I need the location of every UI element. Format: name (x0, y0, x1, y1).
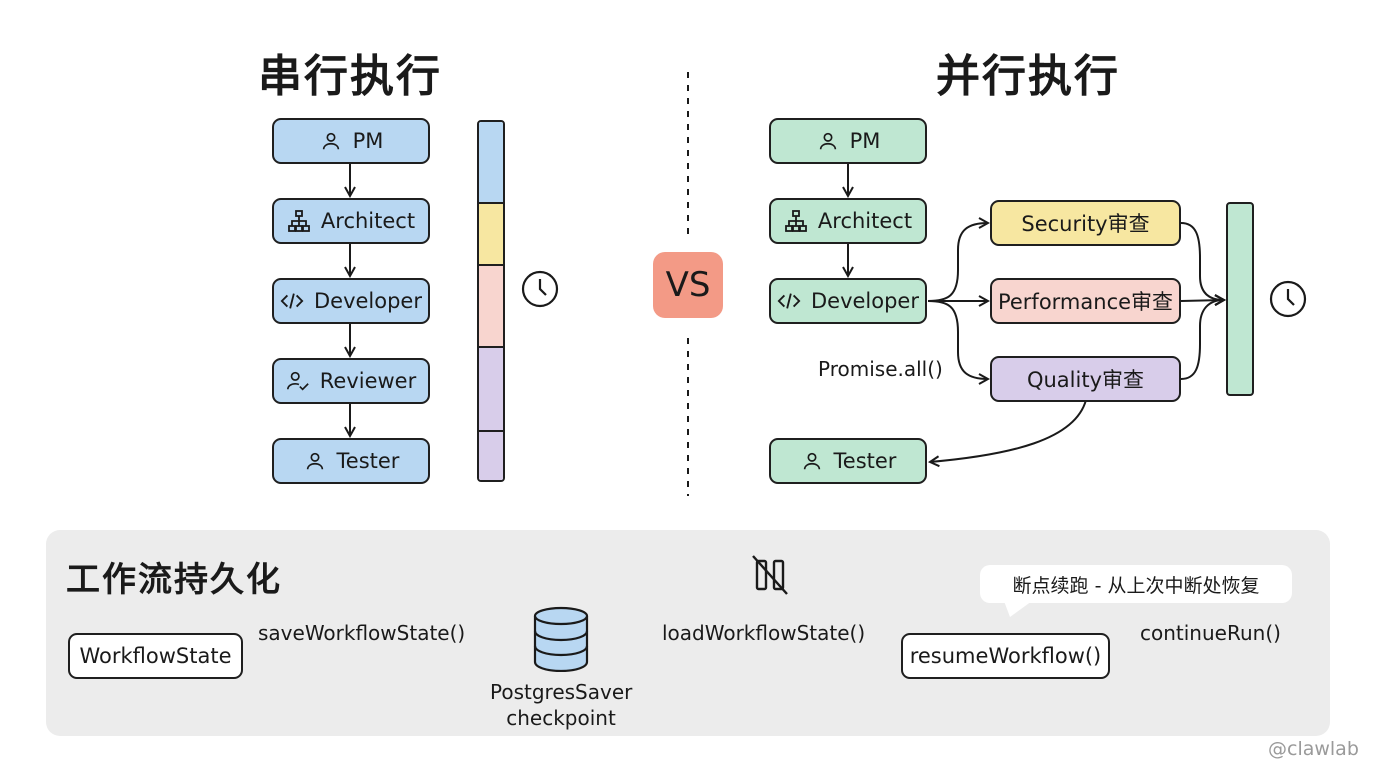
workflow-state-label: WorkflowState (79, 644, 232, 668)
serial-node-reviewer-label: Reviewer (319, 369, 417, 393)
parallel-node-architect: Architect (769, 198, 927, 244)
timeline-segment-architect (479, 204, 503, 266)
code-icon (777, 289, 801, 313)
parallel-node-developer: Developer (769, 278, 927, 324)
pause-slash-icon (750, 553, 790, 601)
persistence-title: 工作流持久化 (66, 560, 282, 600)
db-label-line-2: checkpoint (506, 706, 616, 730)
resume-workflow-node: resumeWorkflow() (901, 633, 1110, 679)
user-check-icon (286, 369, 310, 393)
vs-badge: VS (653, 252, 723, 318)
user-icon (319, 129, 343, 153)
serial-node-developer-label: Developer (313, 289, 422, 313)
user-icon (303, 449, 327, 473)
watermark: @clawlab (1268, 738, 1359, 760)
hierarchy-icon (287, 209, 311, 233)
timeline-segment-tester (479, 432, 503, 480)
user-icon (816, 129, 840, 153)
serial-node-developer: Developer (272, 278, 430, 324)
load-call-label: loadWorkflowState() (662, 621, 866, 645)
review-node-security: Security审查 (990, 200, 1181, 246)
clock-icon (1268, 279, 1308, 323)
resume-bubble-text: 断点续跑 - 从上次中断处恢复 (1012, 574, 1260, 597)
serial-node-pm-label: PM (352, 129, 384, 153)
review-node-quality: Quality审查 (990, 356, 1181, 402)
hierarchy-icon (784, 209, 808, 233)
db-label-line-1: PostgresSaver (490, 680, 633, 704)
parallel-node-architect-label: Architect (817, 209, 913, 233)
resume-speech-bubble: 断点续跑 - 从上次中断处恢复 (980, 565, 1292, 603)
parallel-node-tester: Tester (769, 438, 927, 484)
resume-workflow-label: resumeWorkflow() (909, 644, 1102, 668)
workflow-state-node: WorkflowState (68, 633, 243, 679)
persistence-panel (46, 530, 1330, 736)
serial-node-tester: Tester (272, 438, 430, 484)
code-icon (280, 289, 304, 313)
serial-node-pm: PM (272, 118, 430, 164)
serial-node-architect: Architect (272, 198, 430, 244)
review-node-security-label: Security审查 (1021, 212, 1150, 236)
timeline-segment-developer (479, 266, 503, 348)
parallel-node-pm: PM (769, 118, 927, 164)
review-node-performance-label: Performance审查 (997, 290, 1174, 314)
promise-all-label: Promise.all() (818, 357, 943, 381)
serial-title: 串行执行 (258, 51, 442, 102)
clock-icon (520, 269, 560, 313)
serial-node-tester-label: Tester (336, 449, 400, 473)
timeline-segment-pm (479, 122, 503, 204)
parallel-title: 并行执行 (936, 51, 1120, 102)
database-icon (532, 606, 590, 676)
bubble-tail (1004, 601, 1032, 617)
review-node-performance: Performance审查 (990, 278, 1181, 324)
user-icon (800, 449, 824, 473)
parallel-timeline-bar (1226, 202, 1254, 396)
review-node-quality-label: Quality审查 (1026, 368, 1145, 392)
continue-call-label: continueRun() (1140, 621, 1281, 645)
parallel-node-tester-label: Tester (833, 449, 897, 473)
parallel-node-pm-label: PM (849, 129, 881, 153)
serial-node-reviewer: Reviewer (272, 358, 430, 404)
save-call-label: saveWorkflowState() (258, 621, 466, 645)
serial-node-architect-label: Architect (320, 209, 416, 233)
serial-timeline-bar (477, 120, 505, 482)
timeline-segment-reviewer (479, 348, 503, 432)
parallel-node-developer-label: Developer (810, 289, 919, 313)
